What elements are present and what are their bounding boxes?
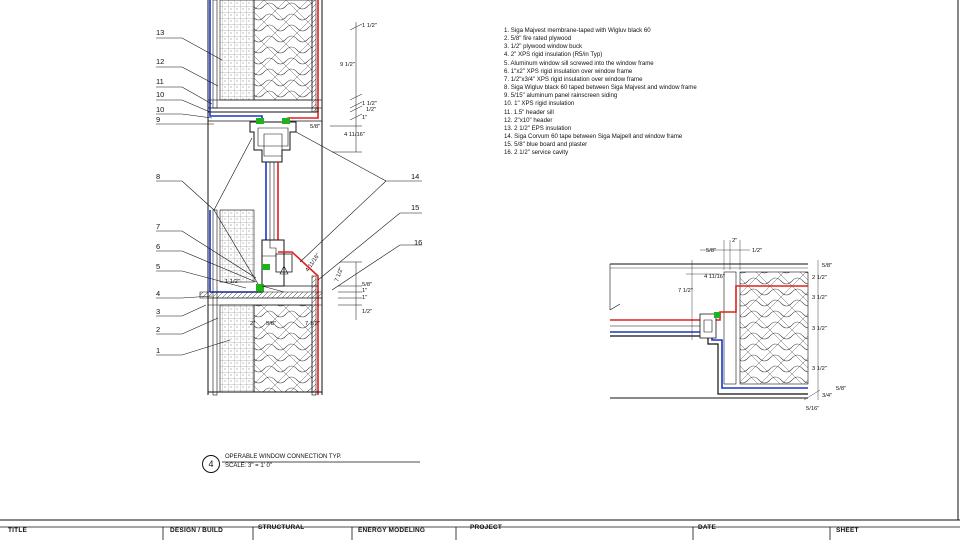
legend-item: 15. 5/8" blue board and plaster bbox=[504, 141, 588, 149]
legend-item: 2. 5/8" fire rated plywood bbox=[504, 35, 572, 43]
callout-16: 16 bbox=[414, 238, 422, 247]
callout-14: 14 bbox=[411, 172, 419, 181]
legend-item: 6. 1"x2" XPS rigid insulation over windo… bbox=[504, 67, 633, 75]
left-callout-labels: 13 12 11 10 10 9 8 7 6 5 4 3 2 1 bbox=[156, 28, 164, 355]
left-callouts bbox=[156, 37, 259, 356]
legend-item: 7. 1/2"x3/4" XPS rigid insulation over w… bbox=[504, 75, 643, 83]
callout-11: 11 bbox=[156, 77, 164, 86]
title-block-sheet: SHEET bbox=[836, 527, 859, 534]
header-section bbox=[207, 0, 323, 163]
sill-detail bbox=[609, 240, 821, 401]
title-block-design-build: DESIGN / BUILD bbox=[170, 527, 223, 534]
title-block-energy-modeling: ENERGY MODELING bbox=[358, 527, 426, 534]
svg-text:5/16": 5/16" bbox=[806, 406, 819, 412]
svg-text:5/8": 5/8" bbox=[706, 248, 716, 254]
legend-item: 8. Siga Wigluv black 60 taped between Si… bbox=[504, 84, 697, 92]
svg-text:5/8": 5/8" bbox=[310, 124, 320, 130]
sill-section bbox=[199, 209, 323, 396]
svg-text:4 11/16": 4 11/16" bbox=[704, 274, 725, 280]
svg-text:3 1/2": 3 1/2" bbox=[812, 326, 827, 332]
callout-7: 7 bbox=[156, 222, 160, 231]
svg-text:3 1/2": 3 1/2" bbox=[812, 295, 827, 301]
svg-text:5/8": 5/8" bbox=[822, 263, 832, 269]
callout-9: 9 bbox=[156, 115, 160, 124]
svg-text:1/2": 1/2" bbox=[362, 309, 372, 315]
detail-caption: OPERABLE WINDOW CONNECTION TYP. SCALE: 3… bbox=[225, 453, 341, 471]
callout-1: 1 bbox=[156, 346, 160, 355]
svg-text:1/2": 1/2" bbox=[752, 248, 762, 254]
title-block-structural: STRUCTURAL bbox=[258, 524, 305, 531]
title-block-date: DATE bbox=[698, 524, 717, 531]
svg-text:1 1/2": 1 1/2" bbox=[362, 23, 377, 29]
svg-text:5/8": 5/8" bbox=[362, 282, 372, 288]
svg-text:5/8": 5/8" bbox=[266, 321, 276, 327]
legend-item: 4. 2" XPS rigid insulation (R5/in Typ) bbox=[504, 51, 603, 59]
main-dimension-lines bbox=[330, 22, 363, 320]
callout-4: 4 bbox=[156, 289, 160, 298]
callout-6: 6 bbox=[156, 242, 160, 251]
detail-dimension-text: 5/8" 2" 1/2" 4 11/16" 7 1/2" 5/8" 2 1/2"… bbox=[678, 238, 846, 412]
callout-3: 3 bbox=[156, 307, 160, 316]
svg-text:7 1/2": 7 1/2" bbox=[305, 321, 320, 327]
legend-notes: 1. Siga Majvest membrane-taped with Wigl… bbox=[504, 27, 764, 158]
svg-text:1": 1" bbox=[362, 288, 367, 294]
svg-text:7 1/2": 7 1/2" bbox=[334, 267, 345, 283]
callout-15: 15 bbox=[411, 203, 419, 212]
detail-title: OPERABLE WINDOW CONNECTION TYP. bbox=[225, 454, 342, 460]
legend-item: 16. 2 1/2" service cavity bbox=[504, 149, 569, 157]
svg-text:1": 1" bbox=[362, 295, 367, 301]
callout-10b: 10 bbox=[156, 105, 164, 114]
legend-item: 11. 1.5" header sill bbox=[504, 108, 554, 116]
callout-12: 12 bbox=[156, 57, 164, 66]
wall-lines bbox=[207, 125, 323, 395]
detail-number-badge: 4 bbox=[202, 455, 220, 473]
callout-2: 2 bbox=[156, 325, 160, 334]
legend-item: 3. 1/2" plywood window buck bbox=[504, 43, 583, 51]
svg-text:5/8": 5/8" bbox=[836, 386, 846, 392]
svg-text:9 1/2": 9 1/2" bbox=[340, 62, 355, 68]
right-callouts bbox=[295, 131, 422, 291]
svg-text:3/4": 3/4" bbox=[822, 393, 832, 399]
legend-item: 13. 2 1/2" EPS insulation bbox=[504, 124, 572, 132]
svg-text:1 1/2": 1 1/2" bbox=[225, 279, 240, 285]
svg-text:1": 1" bbox=[362, 115, 367, 121]
svg-text:1 1/2": 1 1/2" bbox=[362, 101, 377, 107]
svg-text:3 1/2": 3 1/2" bbox=[812, 366, 827, 372]
title-block-title: TITLE bbox=[8, 527, 28, 534]
legend-item: 5. Aluminum window sill screwed into the… bbox=[504, 59, 654, 67]
callout-5: 5 bbox=[156, 262, 160, 271]
legend-item: 9. 5/15" aluminum panel rainscreen sidin… bbox=[504, 92, 618, 100]
svg-text:2 1/2": 2 1/2" bbox=[812, 275, 827, 281]
legend-item: 10. 1" XPS rigid insulation bbox=[504, 100, 575, 108]
legend-item: 14. Siga Corvum 60 tape between Siga Maj… bbox=[504, 133, 683, 141]
svg-text:4 11/16": 4 11/16" bbox=[305, 253, 322, 274]
svg-text:7 1/2": 7 1/2" bbox=[678, 288, 693, 294]
callout-8: 8 bbox=[156, 172, 160, 181]
legend-item: 12. 2"x10" header bbox=[504, 116, 553, 124]
svg-text:4 11/16": 4 11/16" bbox=[344, 132, 365, 138]
legend-item: 1. Siga Majvest membrane-taped with Wigl… bbox=[504, 27, 651, 34]
detail-scale: SCALE: 3" = 1' 0" bbox=[225, 463, 272, 469]
svg-text:2": 2" bbox=[250, 321, 255, 327]
callout-13: 13 bbox=[156, 28, 164, 37]
title-block-project: PROJECT bbox=[470, 524, 503, 531]
svg-text:2": 2" bbox=[732, 238, 737, 244]
callout-10a: 10 bbox=[156, 90, 164, 99]
svg-text:1/2": 1/2" bbox=[366, 107, 376, 113]
